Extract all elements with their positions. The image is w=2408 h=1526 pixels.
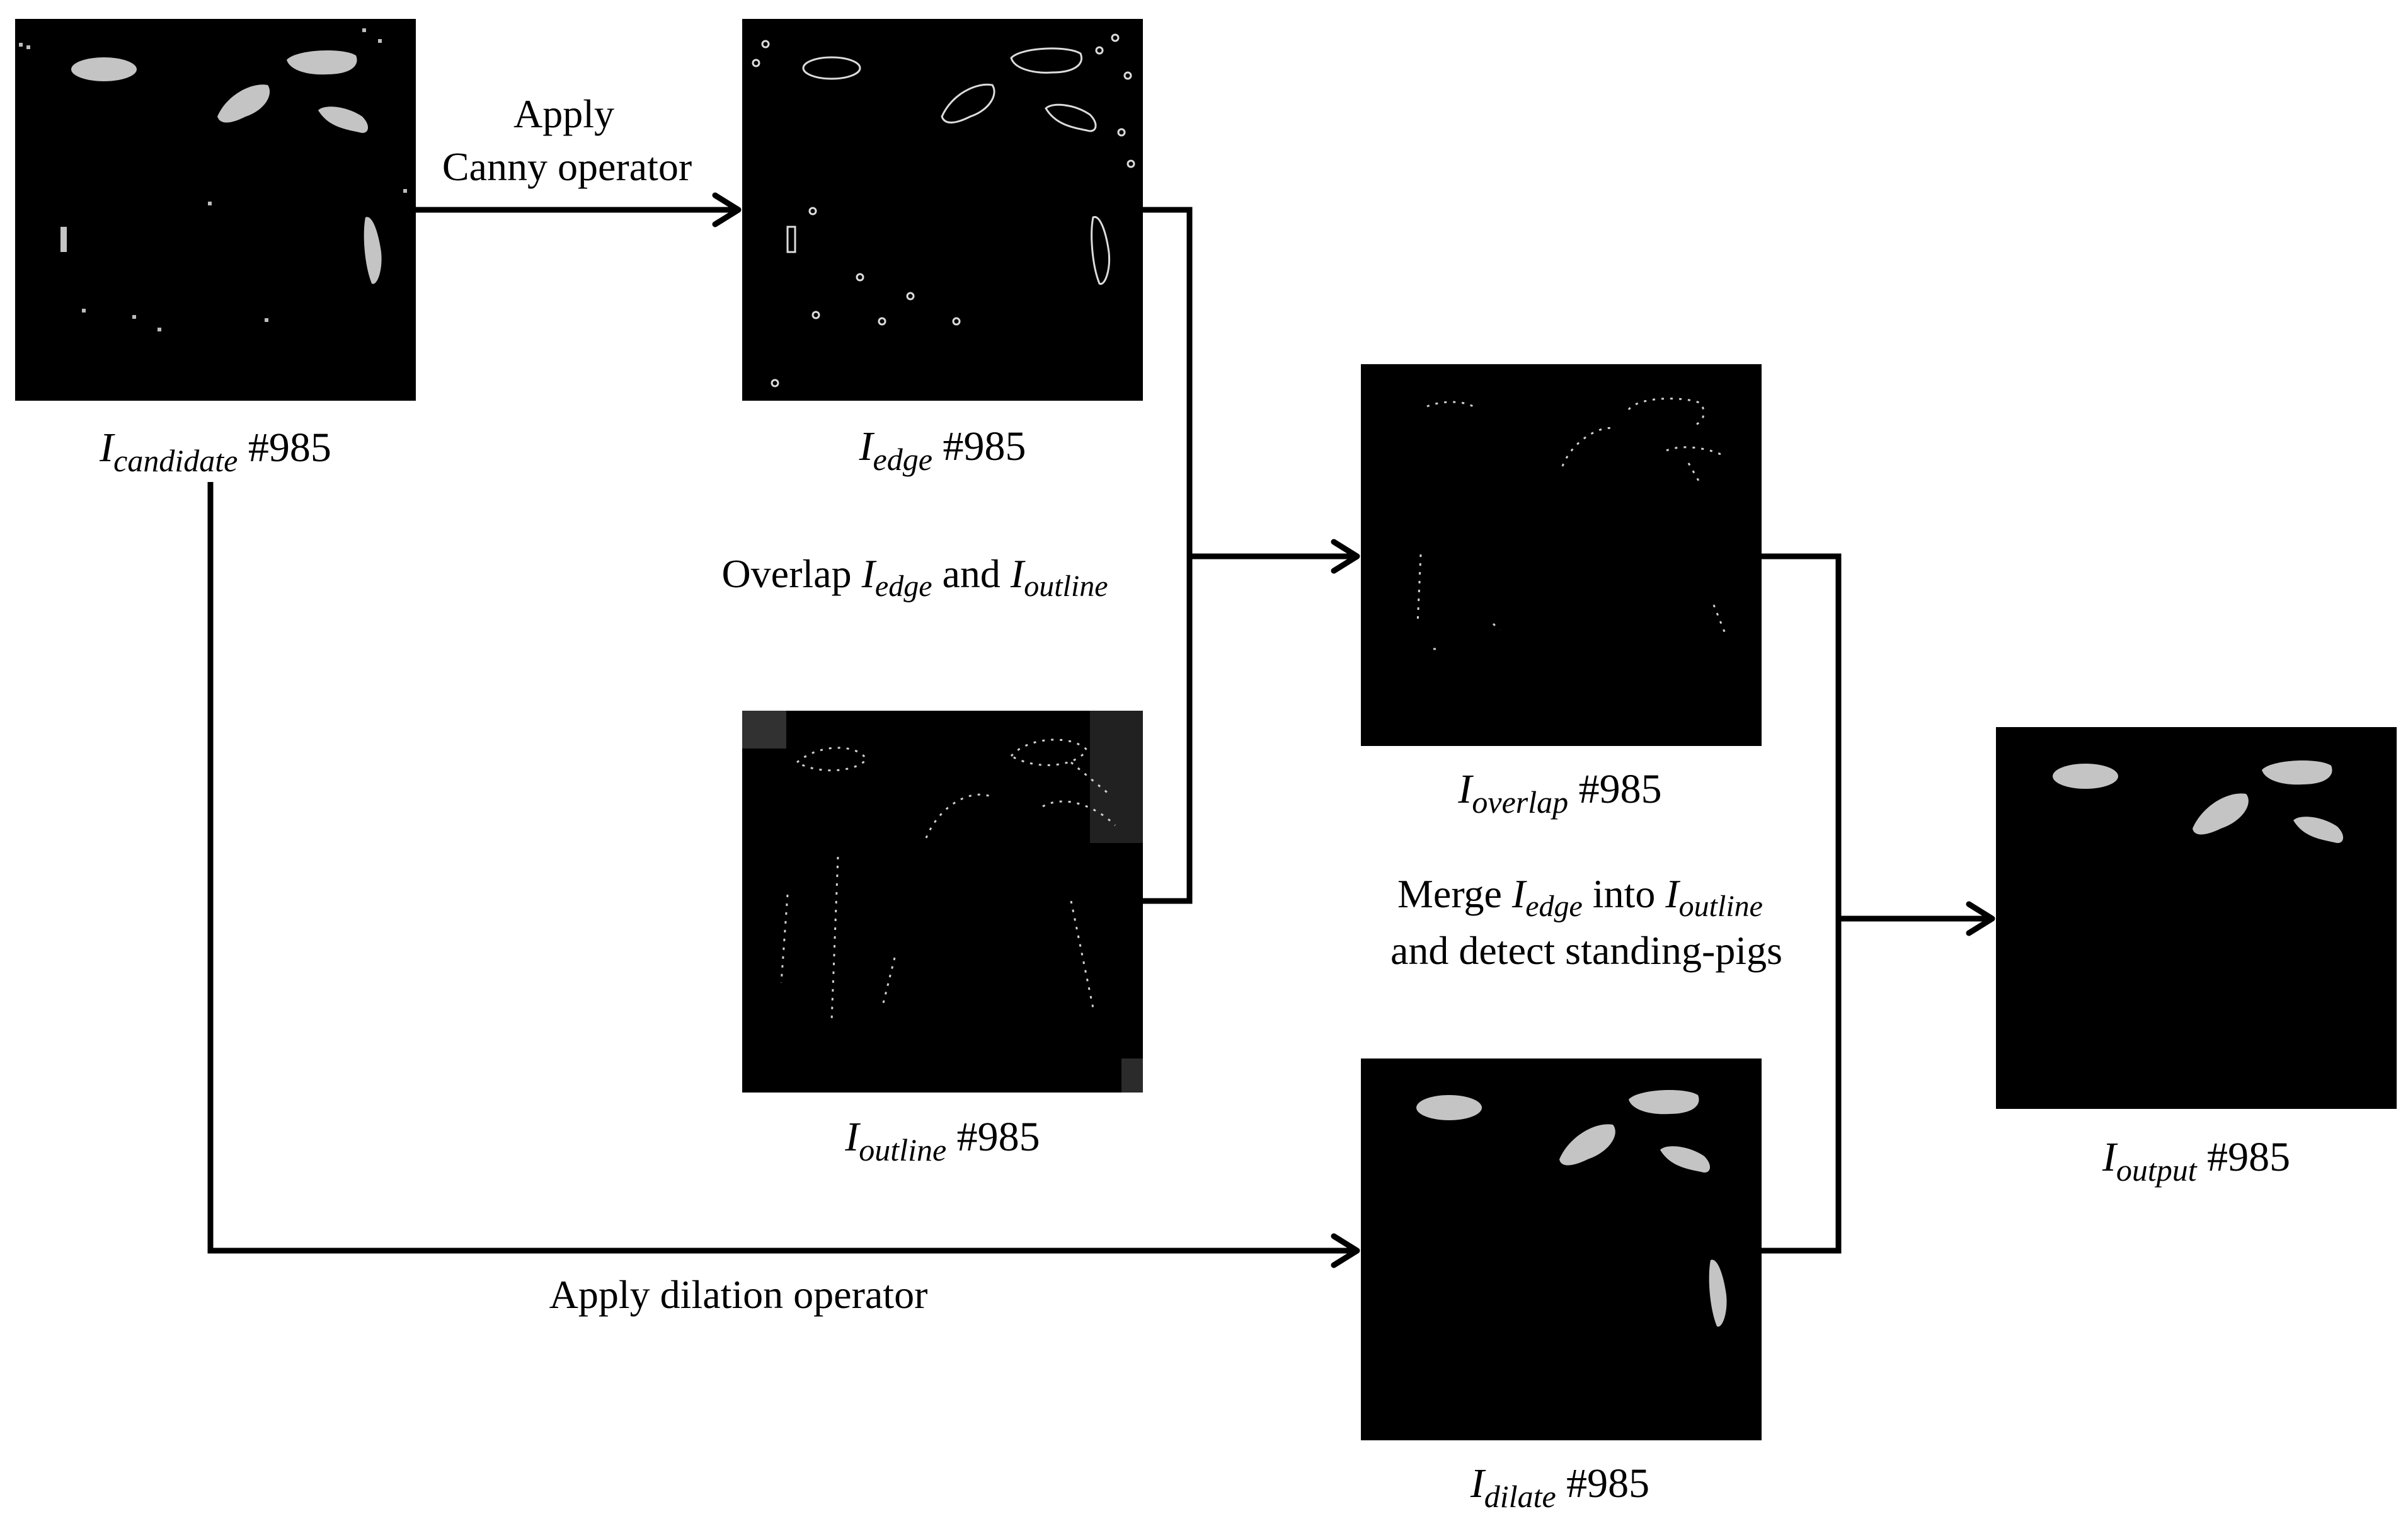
caption-edge: Iedge #985: [859, 423, 1026, 477]
panel-dilate: [1361, 1058, 1762, 1440]
panel-edge: [742, 19, 1143, 401]
panel-candidate: [15, 19, 416, 401]
label-merge-line2: and detect standing-pigs: [1390, 928, 1782, 973]
label-canny-line2: Canny operator: [442, 144, 692, 189]
label-overlap: Overlap Iedge and Ioutline: [721, 551, 1108, 603]
label-dilation: Apply dilation operator: [549, 1272, 928, 1317]
arrow-dilation: [207, 482, 1360, 1268]
arrow-merge: [1762, 553, 1995, 1254]
caption-overlap: Ioverlap #985: [1457, 766, 1661, 820]
outline-traces: [780, 738, 1116, 1021]
caption-candidate: Icandidate #985: [99, 425, 331, 478]
candidate-noise: [19, 28, 407, 331]
edge-outlines: [786, 47, 1111, 285]
dilate-pigs: [1416, 1089, 1727, 1327]
caption-outline: Ioutline #985: [844, 1114, 1040, 1167]
label-merge-line1: Merge Iedge into Ioutline: [1397, 871, 1763, 923]
arrow-overlap: [1143, 207, 1360, 904]
panel-output: [1996, 727, 2397, 1109]
caption-output: Ioutput #985: [2102, 1134, 2290, 1188]
label-canny-line1: Apply: [513, 91, 614, 136]
caption-dilate: Idilate #985: [1470, 1460, 1649, 1514]
output-pigs: [2053, 760, 2344, 843]
overlap-traces: [1416, 398, 1728, 650]
panel-overlap: [1361, 364, 1762, 746]
candidate-pigs: [60, 50, 382, 284]
edge-noise: [752, 33, 1135, 387]
panel-outline: [742, 711, 1143, 1093]
arrow-canny: [416, 192, 742, 227]
